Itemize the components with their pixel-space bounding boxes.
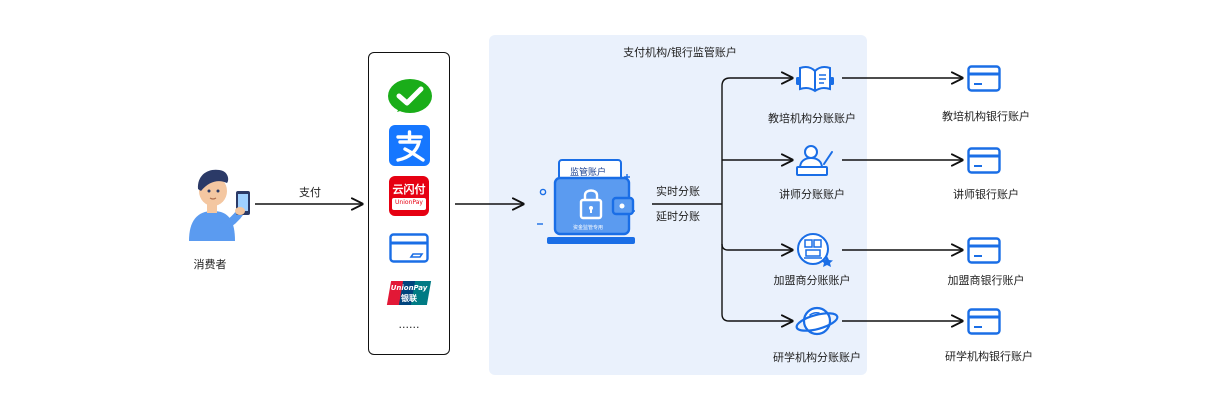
pay-label: 支付: [299, 186, 321, 199]
sub-account-label: 加盟商分账账户: [773, 274, 851, 287]
cloud-quickpass-text: 云闪付: [392, 183, 426, 196]
lecturer-icon: [796, 145, 833, 176]
alipay-icon: [389, 125, 430, 166]
planet-icon: [795, 306, 839, 336]
bank-card-icon: [967, 237, 1001, 264]
bank-account-label: 加盟商银行账户: [947, 274, 1025, 287]
unionpay-text: UnionPay: [390, 284, 428, 292]
bank-account-label: 讲师银行账户: [953, 188, 1019, 201]
sub-account-label: 讲师分账账户: [779, 188, 845, 201]
wallet-tag: 监管账户: [569, 168, 606, 178]
wallet-caption: 资金监管专用: [572, 225, 603, 231]
sub-account-label: 教培机构分账账户: [768, 112, 856, 125]
unionpay-icon: UnionPay 银联: [386, 281, 432, 305]
regulator-title: 支付机构/银行监管账户: [623, 46, 737, 59]
book-icon: [796, 66, 834, 93]
consumer-avatar: [189, 169, 250, 241]
realtime-split-label: 实时分账: [656, 185, 700, 198]
consumer-label: 消费者: [193, 258, 227, 271]
franchise-icon: [797, 233, 833, 267]
sub-account-label: 研学机构分账账户: [773, 351, 861, 364]
bank-account-label: 教培机构银行账户: [942, 110, 1030, 123]
bank-account-label: 研学机构银行账户: [945, 350, 1033, 363]
more-methods: ......: [398, 318, 420, 331]
bank-card-icon: [967, 308, 1001, 335]
wallet-icon: [537, 159, 635, 244]
cloud-quickpass-sub: UnionPay: [395, 199, 423, 206]
bank-card-icon: [389, 233, 429, 263]
wechat-pay-icon: [388, 79, 432, 113]
bank-card-icon: [967, 65, 1001, 92]
cloud-quickpass-icon: 云闪付 UnionPay: [389, 176, 429, 216]
delayed-split-label: 延时分账: [656, 210, 700, 223]
unionpay-sub: 银联: [401, 294, 417, 303]
bank-card-icon: [967, 147, 1001, 174]
